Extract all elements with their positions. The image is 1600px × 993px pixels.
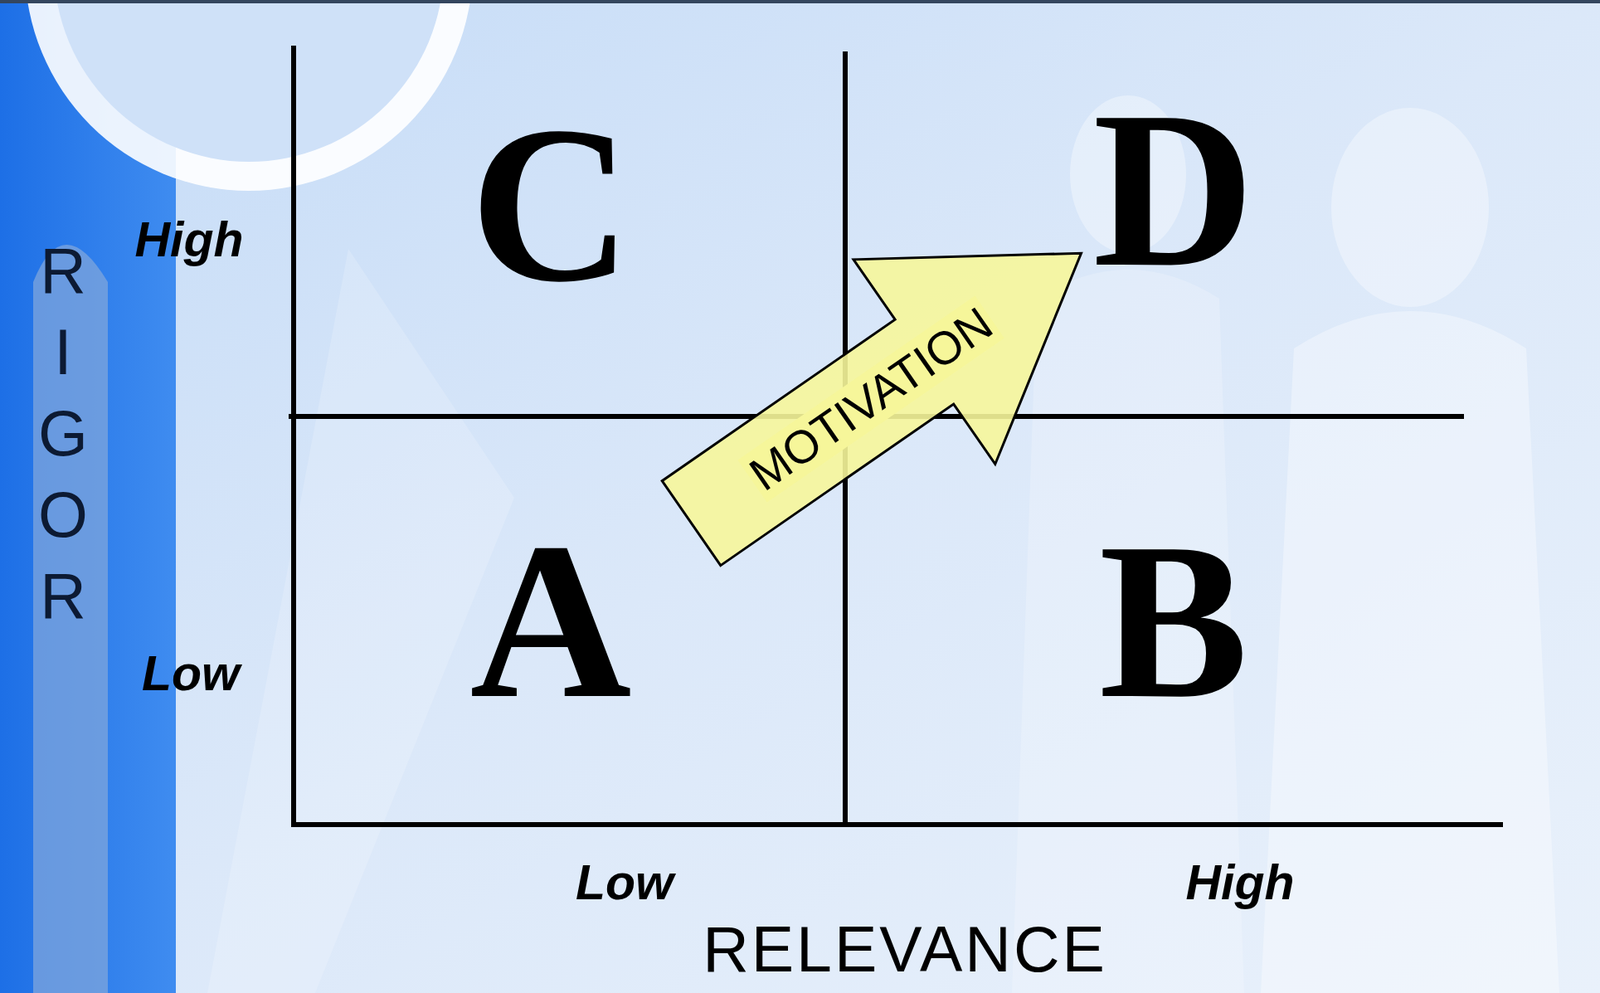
- quadrant-letter: C: [470, 120, 633, 289]
- quadrant-letter: D: [1093, 105, 1255, 274]
- quadrant-letter: B: [1099, 536, 1249, 706]
- quadrant-cell: A: [470, 536, 633, 706]
- corner-arc: [24, 0, 473, 191]
- quadrant-letter: A: [470, 536, 633, 706]
- quadrant-grid: [288, 45, 1503, 827]
- quadrant-cell: C: [470, 120, 633, 289]
- axis-value: High: [1185, 855, 1294, 910]
- axis-value: High: [134, 213, 244, 268]
- axis-title: RELEVANCE: [702, 914, 1108, 985]
- motivation-arrow: [661, 252, 1081, 565]
- quadrant-cell: D: [1093, 105, 1255, 274]
- corner-arc-inner: [53, 0, 444, 162]
- axis-value: Low: [575, 855, 674, 910]
- arrow-label: MOTIVATION: [737, 295, 1004, 502]
- axis-value: Low: [141, 646, 240, 701]
- top-rule: [0, 0, 1600, 4]
- faint-figures: [207, 95, 1560, 993]
- axis-title: RIGOR: [38, 229, 88, 637]
- quadrant-cell: B: [1099, 536, 1249, 706]
